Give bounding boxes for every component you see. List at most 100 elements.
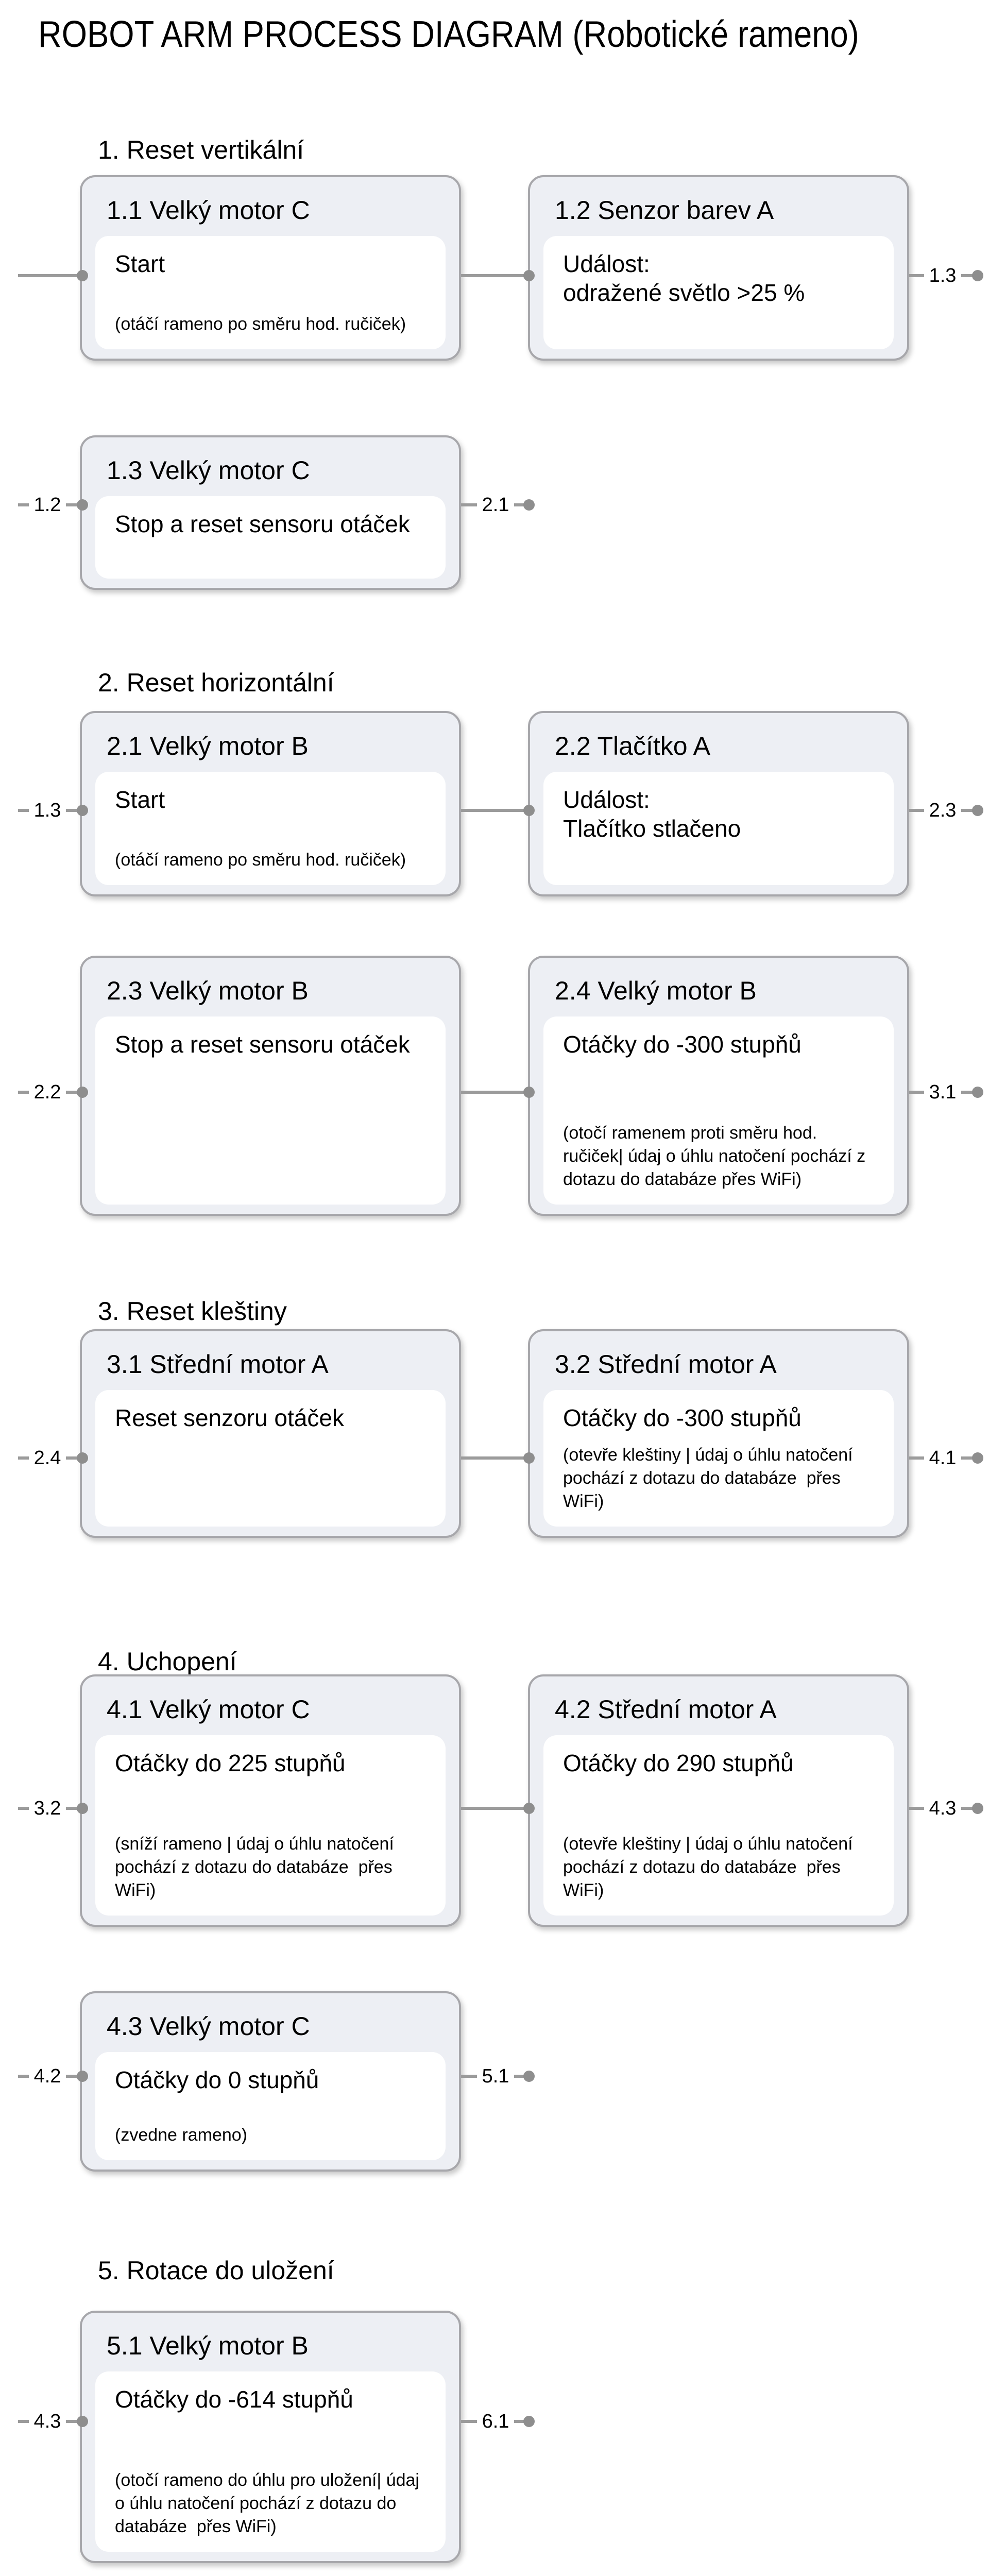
- connector-label: 2.4: [29, 1446, 66, 1470]
- node-4-2: 4.2 Střední motor A Otáčky do 290 stupňů…: [528, 1674, 909, 1927]
- connector-label: 1.3: [924, 264, 961, 287]
- page-title: ROBOT ARM PROCESS DIAGRAM (Robotické ram…: [38, 14, 859, 55]
- node-main-text: Událost:: [563, 250, 650, 277]
- section-header-4: 4. Uchopení: [98, 1647, 237, 1676]
- node-5-1: 5.1 Velký motor B Otáčky do -614 stupňů …: [80, 2311, 461, 2563]
- connector-dot: [77, 2416, 88, 2427]
- node-main-text: Otáčky do -614 stupňů: [115, 2385, 353, 2413]
- node-body: Otáčky do 0 stupňů (zvedne rameno): [95, 2052, 446, 2160]
- connector-label: 4.3: [29, 2410, 66, 2433]
- connector-line: [461, 1807, 528, 1810]
- node-body: Start (otáčí rameno po směru hod. ručiče…: [95, 235, 446, 349]
- connector-dot: [77, 1087, 88, 1098]
- node-4-1: 4.1 Velký motor C Otáčky do 225 stupňů (…: [80, 1674, 461, 1927]
- connector-label: 4.1: [924, 1446, 961, 1470]
- node-title: 5.1 Velký motor B: [107, 2331, 309, 2360]
- node-body: Reset senzoru otáček: [95, 1389, 446, 1527]
- node-body: Otáčky do -300 stupňů (otevře kleštiny |…: [543, 1389, 894, 1527]
- connector-dot: [972, 805, 983, 816]
- node-4-3: 4.3 Velký motor C Otáčky do 0 stupňů (zv…: [80, 1991, 461, 2172]
- node-note: (otáčí rameno po směru hod. ručiček): [115, 850, 406, 870]
- connector-dot: [972, 1087, 983, 1098]
- connector-label: 5.1: [477, 2064, 514, 2088]
- node-body: Otáčky do -300 stupňů (otočí ramenem pro…: [543, 1016, 894, 1205]
- node-title: 2.2 Tlačítko A: [555, 732, 711, 760]
- connector-line: [461, 274, 528, 277]
- node-2-2: 2.2 Tlačítko A Událost: Tlačítko stlačen…: [528, 711, 909, 896]
- node-title: 3.2 Střední motor A: [555, 1350, 777, 1379]
- node-title: 1.3 Velký motor C: [107, 456, 310, 485]
- connector-dot: [523, 1452, 535, 1464]
- section-header-1: 1. Reset vertikální: [98, 135, 304, 164]
- connector-dot: [77, 270, 88, 281]
- section-header-5: 5. Rotace do uložení: [98, 2256, 334, 2285]
- node-note: (otočí ramenem proti směru hod. ručiček|…: [563, 1123, 871, 1190]
- connector-label: 6.1: [477, 2410, 514, 2433]
- node-main-text: Otáčky do 290 stupňů: [563, 1749, 794, 1776]
- node-main-text: Otáčky do 225 stupňů: [115, 1749, 346, 1776]
- node-main-text: Reset senzoru otáček: [115, 1404, 344, 1431]
- node-note: (otevře kleštiny | údaj o úhlu natočení …: [563, 1445, 858, 1512]
- section-header-2: 2. Reset horizontální: [98, 668, 334, 697]
- node-main-text: Otáčky do 0 stupňů: [115, 2066, 319, 2093]
- node-note: (sníží rameno | údaj o úhlu natočení poc…: [115, 1834, 399, 1901]
- connector-line: [461, 1091, 528, 1094]
- connector-dot: [523, 270, 535, 281]
- node-body: Otáčky do 290 stupňů (otevře kleštiny | …: [543, 1735, 894, 1916]
- node-title: 2.4 Velký motor B: [555, 976, 757, 1005]
- connector-dot: [77, 1452, 88, 1464]
- connector-dot: [523, 2416, 535, 2427]
- node-body: Start (otáčí rameno po směru hod. ručiče…: [95, 771, 446, 885]
- node-body: Stop a reset sensoru otáček: [95, 496, 446, 579]
- connector-dot: [972, 270, 983, 281]
- node-main-text: Otáčky do -300 stupňů: [563, 1404, 802, 1431]
- section-header-3: 3. Reset kleštiny: [98, 1297, 287, 1326]
- connector-label: 2.1: [477, 493, 514, 517]
- connector-dot: [523, 499, 535, 511]
- node-body: Otáčky do -614 stupňů (otočí rameno do ú…: [95, 2371, 446, 2552]
- connector-label: 4.2: [29, 2064, 66, 2088]
- node-title: 4.3 Velký motor C: [107, 2012, 310, 2041]
- node-main-text: Událost:: [563, 786, 650, 813]
- connector-line: [18, 274, 82, 277]
- connector-line: [461, 809, 528, 812]
- node-note: (otáčí rameno po směru hod. ručiček): [115, 314, 406, 334]
- connector-dot: [972, 1452, 983, 1464]
- connector-dot: [77, 499, 88, 511]
- connector-dot: [972, 1803, 983, 1814]
- node-main-text: Start: [115, 250, 165, 277]
- node-title: 4.2 Střední motor A: [555, 1695, 777, 1724]
- connector-label: 2.3: [924, 799, 961, 822]
- node-body: Událost: Tlačítko stlačeno: [543, 771, 894, 885]
- node-2-4: 2.4 Velký motor B Otáčky do -300 stupňů …: [528, 956, 909, 1216]
- node-body: Stop a reset sensoru otáček: [95, 1016, 446, 1205]
- node-main-text: Tlačítko stlačeno: [563, 815, 741, 842]
- node-note: (otevře kleštiny | údaj o úhlu natočení …: [563, 1834, 858, 1901]
- connector-label: 3.2: [29, 1797, 66, 1820]
- node-note: (zvedne rameno): [115, 2125, 248, 2145]
- node-title: 2.3 Velký motor B: [107, 976, 309, 1005]
- connector-dot: [523, 1803, 535, 1814]
- connector-line: [461, 1456, 528, 1460]
- node-title: 1.2 Senzor barev A: [555, 196, 774, 225]
- connector-label: 3.1: [924, 1080, 961, 1104]
- connector-dot: [523, 1087, 535, 1098]
- connector-dot: [523, 2071, 535, 2082]
- connector-dot: [523, 805, 535, 816]
- connector-label: 1.3: [29, 799, 66, 822]
- node-title: 3.1 Střední motor A: [107, 1350, 329, 1379]
- connector-dot: [77, 1803, 88, 1814]
- node-1-1: 1.1 Velký motor C Start (otáčí rameno po…: [80, 175, 461, 361]
- node-title: 2.1 Velký motor B: [107, 732, 309, 760]
- connector-label: 2.2: [29, 1080, 66, 1104]
- node-body: Otáčky do 225 stupňů (sníží rameno | úda…: [95, 1735, 446, 1916]
- node-1-2: 1.2 Senzor barev A Událost: odražené svě…: [528, 175, 909, 361]
- connector-dot: [77, 805, 88, 816]
- node-3-2: 3.2 Střední motor A Otáčky do -300 stupň…: [528, 1329, 909, 1538]
- connector-dot: [77, 2071, 88, 2082]
- node-2-1: 2.1 Velký motor B Start (otáčí rameno po…: [80, 711, 461, 896]
- node-note: (otočí rameno do úhlu pro uložení| údaj …: [115, 2470, 424, 2537]
- node-1-3: 1.3 Velký motor C Stop a reset sensoru o…: [80, 435, 461, 590]
- connector-label: 4.3: [924, 1797, 961, 1820]
